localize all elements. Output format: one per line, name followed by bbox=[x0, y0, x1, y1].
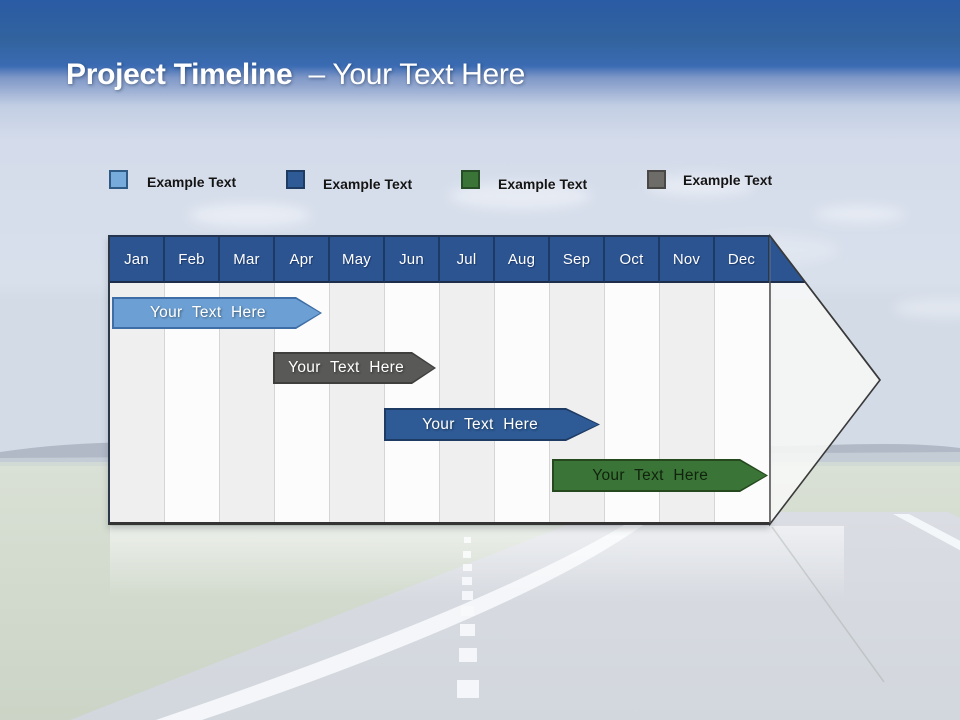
legend-swatch[interactable] bbox=[286, 170, 305, 189]
timeline-arrowhead bbox=[769, 233, 882, 527]
timeline-bar-fill: Your Text Here bbox=[114, 299, 320, 327]
legend-swatch[interactable] bbox=[461, 170, 480, 189]
timeline-bar-fill: Your Text Here bbox=[275, 354, 434, 382]
timeline-column: Jun bbox=[385, 237, 440, 522]
timeline-bar[interactable]: Your Text Here bbox=[112, 297, 322, 329]
timeline-bar[interactable]: Your Text Here bbox=[552, 459, 768, 492]
timeline-column: Jul bbox=[440, 237, 495, 522]
timeline-bar[interactable]: Your Text Here bbox=[273, 352, 436, 384]
timeline-column: Mar bbox=[220, 237, 275, 522]
timeline-bar[interactable]: Your Text Here bbox=[384, 408, 600, 441]
month-body-cell bbox=[495, 283, 550, 522]
timeline-bar-label: Your Text Here bbox=[149, 304, 266, 321]
legend-label[interactable]: Example Text bbox=[498, 176, 588, 192]
timeline-bar-fill: Your Text Here bbox=[554, 461, 766, 490]
month-body-cell bbox=[385, 283, 440, 522]
title-main: Project Timeline bbox=[66, 58, 293, 91]
timeline-bar-label: Your Text Here bbox=[592, 466, 709, 484]
month-header-cell[interactable]: Oct bbox=[605, 237, 660, 283]
month-header-cell[interactable]: Nov bbox=[660, 237, 715, 283]
timeline-column: Feb bbox=[165, 237, 220, 522]
month-header-cell[interactable]: May bbox=[330, 237, 385, 283]
month-header-cell[interactable]: Sep bbox=[550, 237, 605, 283]
legend-swatch[interactable] bbox=[647, 170, 666, 189]
month-header-cell[interactable]: Apr bbox=[275, 237, 330, 283]
month-header-cell[interactable]: Aug bbox=[495, 237, 550, 283]
timeline-column: May bbox=[330, 237, 385, 522]
month-header-cell[interactable]: Mar bbox=[220, 237, 275, 283]
legend-label[interactable]: Example Text bbox=[147, 174, 237, 190]
page-title[interactable]: Project Timeline – Your Text Here bbox=[66, 58, 525, 92]
month-header-cell[interactable]: Jan bbox=[110, 237, 165, 283]
month-body-cell bbox=[330, 283, 385, 522]
month-header-cell[interactable]: Jun bbox=[385, 237, 440, 283]
timeline-column: Jan bbox=[110, 237, 165, 522]
timeline-reflection bbox=[110, 526, 844, 598]
month-header-cell[interactable]: Jul bbox=[440, 237, 495, 283]
title-subtitle: – Your Text Here bbox=[308, 58, 526, 91]
month-body-cell bbox=[440, 283, 495, 522]
month-header-cell[interactable]: Feb bbox=[165, 237, 220, 283]
arrow-reflection-edge bbox=[771, 526, 885, 683]
legend-label[interactable]: Example Text bbox=[323, 176, 413, 192]
legend-swatch[interactable] bbox=[109, 170, 128, 189]
timeline-bar-label: Your Text Here bbox=[288, 359, 405, 376]
timeline-bar-fill: Your Text Here bbox=[386, 410, 598, 439]
timeline-column: Aug bbox=[495, 237, 550, 522]
timeline-bar-label: Your Text Here bbox=[422, 415, 539, 433]
legend-label[interactable]: Example Text bbox=[683, 172, 773, 188]
month-header-cell[interactable]: Dec bbox=[715, 237, 770, 283]
